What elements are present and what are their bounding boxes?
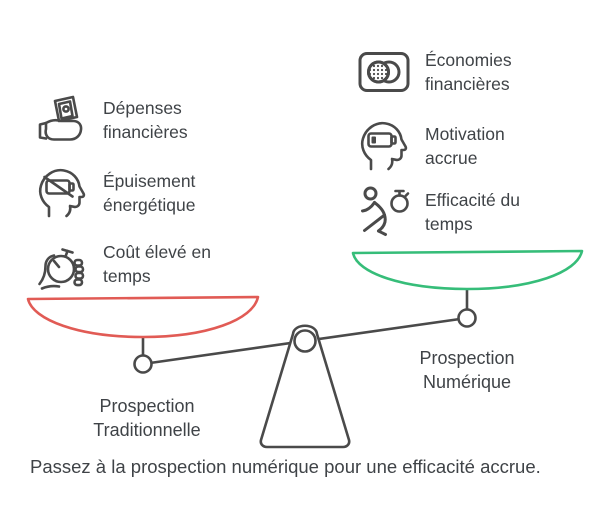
card-coins-icon	[358, 52, 410, 92]
right-joint	[457, 308, 477, 328]
item-epuisement-energetique: Épuisement énergétique	[34, 165, 195, 221]
item-efficacite-du-temps: Efficacité du temps	[356, 184, 520, 240]
item-label: Épuisement énergétique	[103, 170, 196, 215]
right-pan-label: Prospection Numérique	[419, 348, 515, 392]
scale-frame	[133, 287, 477, 449]
item-cout-eleve-en-temps: Coût élevé en temps	[34, 236, 211, 292]
item-label: Économies financières	[425, 49, 512, 94]
caption-text: Passez à la prospection numérique pour u…	[30, 456, 541, 477]
right-pan-bowl	[351, 249, 584, 291]
item-label: Dépenses financières	[103, 97, 188, 142]
item-economies-financieres: Économies financières	[356, 44, 512, 100]
item-label: Motivation accrue	[425, 123, 505, 168]
hand-stopwatch-icon	[38, 248, 85, 290]
item-motivation-accrue: Motivation accrue	[356, 118, 505, 174]
item-label: Efficacité du temps	[425, 189, 521, 234]
pivot-hole	[293, 329, 317, 353]
head-battery-charged-icon	[360, 121, 408, 171]
left-joint	[133, 354, 153, 374]
left-pan-bowl	[26, 295, 260, 339]
left-pan-label: Prospection Traditionnelle	[93, 396, 201, 440]
fulcrum	[259, 324, 351, 449]
runner-stopwatch-icon	[361, 186, 410, 236]
item-label: Coût élevé en temps	[103, 241, 211, 286]
head-battery-empty-icon	[38, 168, 86, 218]
hand-money-icon	[38, 95, 83, 141]
item-depenses-financieres: Dépenses financières	[34, 92, 188, 148]
